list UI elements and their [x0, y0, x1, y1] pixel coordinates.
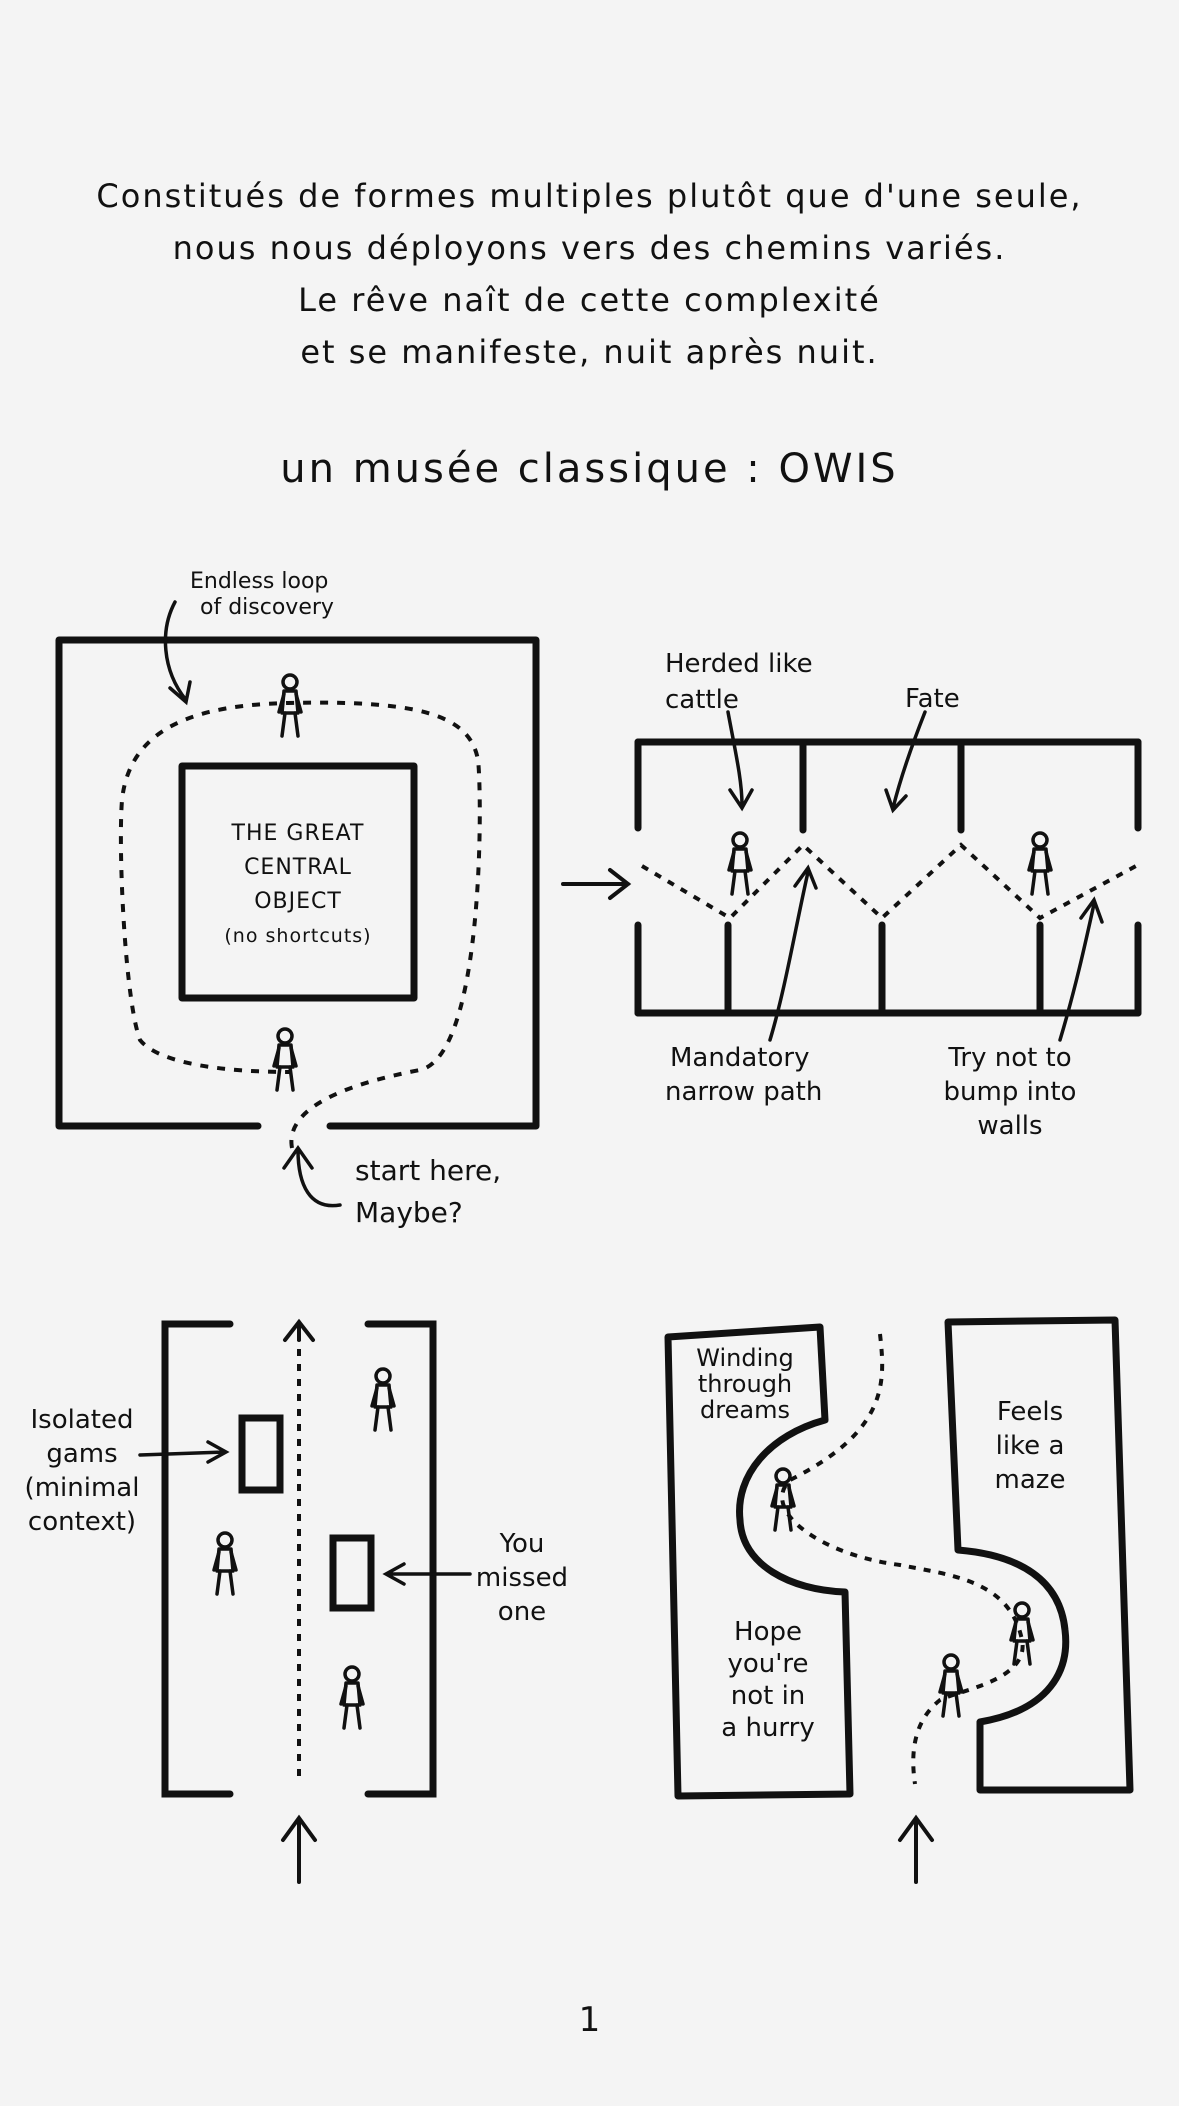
- mandatory-arrow: [768, 864, 818, 1042]
- visitor-icon: [1027, 831, 1053, 896]
- fate-arrow: [884, 710, 927, 814]
- winding-left-wall: [664, 1323, 854, 1800]
- loop-path: [118, 700, 482, 1149]
- subtitle: un musée classique : OWIS: [280, 446, 899, 492]
- winding-dotted-path: [780, 1333, 1025, 1785]
- start-arrow: [282, 1144, 342, 1208]
- intro-line: nous nous déployons vers des chemins var…: [172, 229, 1007, 267]
- visitor-icon: [770, 1467, 796, 1532]
- visitor-icon: [212, 1531, 238, 1596]
- visitor-icon: [339, 1665, 365, 1730]
- visitor-icon: [272, 1027, 298, 1092]
- missed-gem-box: [329, 1534, 375, 1612]
- isolated-gem-box: [238, 1414, 284, 1494]
- intro-line: Constitués de formes multiples plutôt qu…: [96, 177, 1083, 215]
- missed-arrow: [382, 1562, 472, 1586]
- central-object-box: [178, 762, 418, 1002]
- hall-left-wall: [161, 1320, 234, 1798]
- loop-label-arrow: [163, 600, 192, 706]
- room-outer-wall: [55, 636, 540, 1130]
- bottom-arrow-left: [281, 1814, 317, 1884]
- visitor-icon: [277, 673, 303, 738]
- walls-arrow: [1058, 896, 1104, 1042]
- intro-line: Le rêve naît de cette complexité: [298, 281, 881, 319]
- intro-line: et se manifeste, nuit après nuit.: [300, 333, 879, 371]
- winding-right-wall: [944, 1316, 1134, 1794]
- start-label: start here,Maybe?: [355, 1154, 501, 1229]
- isolated-arrow: [138, 1440, 230, 1464]
- panel-connector-arrow: [561, 868, 632, 900]
- zigzag-path: [640, 842, 1137, 921]
- bottom-arrow-right: [898, 1814, 934, 1884]
- hall-right-wall: [364, 1320, 437, 1798]
- visitor-icon: [370, 1367, 396, 1432]
- herded-arrow: [726, 710, 754, 812]
- visitor-icon: [938, 1653, 964, 1718]
- page-number: 1: [578, 2000, 601, 2040]
- hall-entry-arrow: [283, 1318, 315, 1342]
- intro-text: Constitués de formes multiples plutôt qu…: [0, 170, 1179, 378]
- fate-label: Fate: [905, 684, 960, 714]
- visitor-icon: [727, 831, 753, 896]
